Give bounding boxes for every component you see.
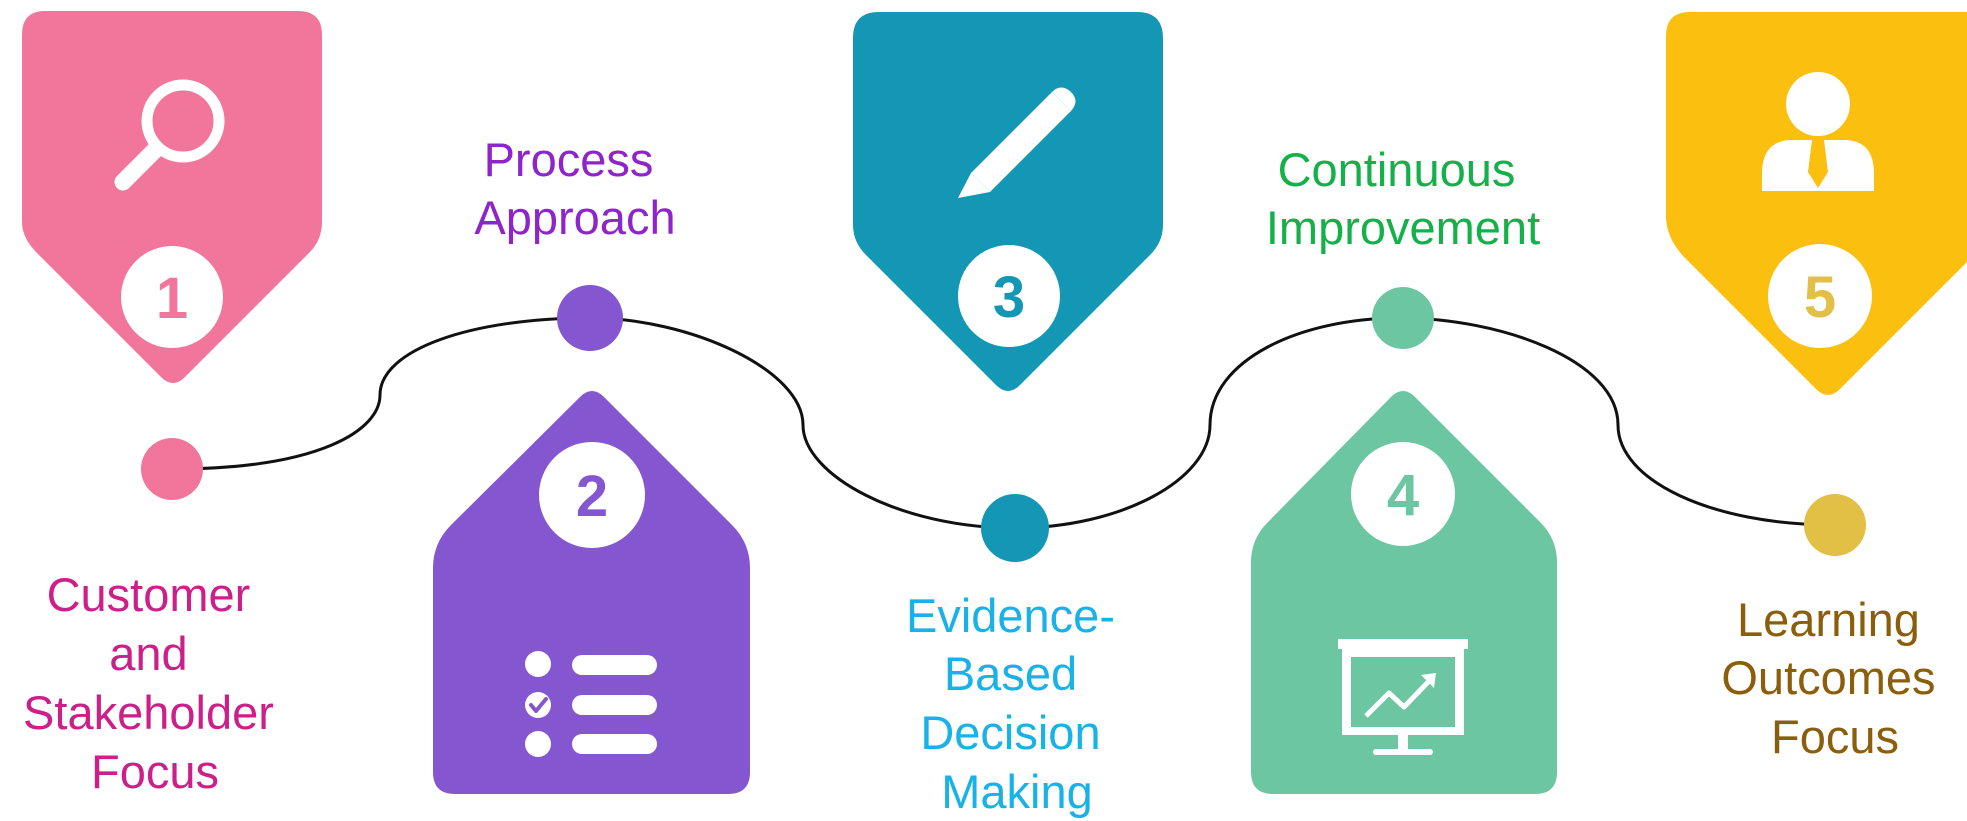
step-1: 1 Customer and Stakeholder Focus xyxy=(22,11,322,798)
step-4-number-badge xyxy=(1351,442,1455,546)
step-5-label: Learning Outcomes Focus xyxy=(1721,593,1948,763)
step-1-pin xyxy=(22,11,322,383)
step-1-number-badge xyxy=(121,246,223,348)
step-4: Continuous Improvement 4 xyxy=(1251,143,1557,794)
step-2-pin xyxy=(433,391,750,794)
step-3: 3 Evidence- Based Decision Making xyxy=(853,12,1163,818)
checklist-icon xyxy=(525,651,657,757)
step-3-label: Evidence- Based Decision Making xyxy=(906,589,1128,818)
step-5: 5 Learning Outcomes Focus xyxy=(1666,12,1967,763)
step-3-node xyxy=(981,494,1049,562)
magnifier-icon xyxy=(114,79,225,191)
step-4-pin xyxy=(1251,391,1557,794)
step-1-label: Customer and Stakeholder Focus xyxy=(23,568,287,798)
step-5-pin xyxy=(1666,12,1967,395)
step-3-number-badge xyxy=(958,245,1060,347)
step-2-number: 2 xyxy=(576,464,608,529)
step-3-number: 3 xyxy=(993,265,1025,330)
step-2-number-badge xyxy=(539,442,645,548)
step-5-node xyxy=(1804,494,1866,556)
step-2: Process Approach 2 xyxy=(433,133,750,794)
step-4-number: 4 xyxy=(1387,463,1419,528)
step-2-label: Process Approach xyxy=(474,133,675,244)
step-5-number-badge xyxy=(1768,244,1872,348)
step-1-number: 1 xyxy=(156,266,188,331)
step-1-node xyxy=(141,438,203,500)
step-3-pin xyxy=(853,12,1163,391)
step-4-node xyxy=(1372,287,1434,349)
step-5-number: 5 xyxy=(1804,265,1836,330)
presentation-chart-icon xyxy=(1338,639,1468,755)
step-2-node xyxy=(557,285,623,351)
pencil-icon xyxy=(958,87,1076,198)
person-with-tie-icon xyxy=(1762,72,1874,191)
step-4-label: Continuous Improvement xyxy=(1266,143,1540,254)
